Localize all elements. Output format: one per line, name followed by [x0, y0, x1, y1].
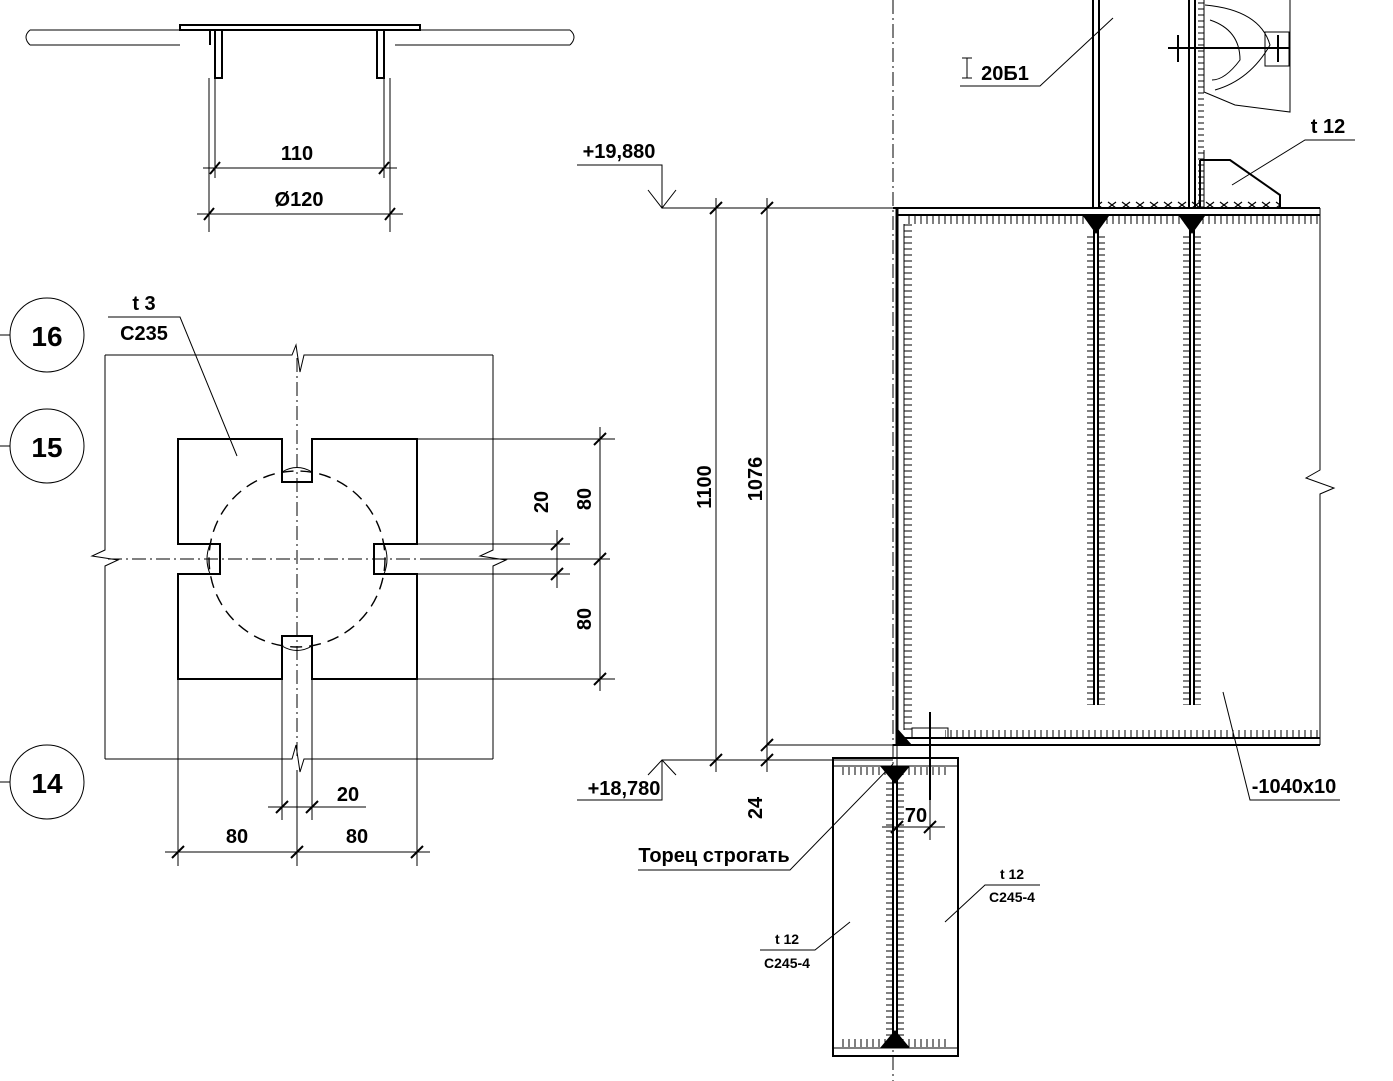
elevation-top: +19,880 [577, 141, 893, 209]
callout-16: 16 [31, 321, 62, 352]
callout-15-circle [9, 408, 85, 484]
dim-slot-h: 20 [337, 784, 359, 806]
bolt-detail: t 12 [1098, 0, 1355, 208]
plate-right-thickness: t 12 [1000, 866, 1024, 882]
elevation-top-label: +19,880 [583, 141, 656, 163]
plate-thickness: t 3 [132, 293, 155, 315]
base-column: 70 [832, 712, 959, 1057]
dim-d120: Ø120 [275, 189, 324, 211]
profile-label: 20Б1 [981, 63, 1029, 85]
callout-14-circle [9, 744, 85, 820]
dim-slot-v: 20 [531, 491, 553, 513]
elevation-bottom: +18,780 [577, 759, 893, 801]
stiffener-top-label: t 12 [1311, 116, 1345, 138]
stiffener-left [1083, 0, 1109, 705]
section-view: t 12 20Б1 +19,880 +18,780 1100 1076 24 [577, 0, 1355, 1081]
callout-16-circle [9, 297, 85, 373]
dim-1076: 1076 [745, 457, 767, 502]
plate-left-thickness: t 12 [775, 931, 799, 947]
planing-note: Торец строгать [638, 845, 789, 867]
top-detail: 110 Ø120 [25, 24, 575, 232]
dim-left-h: 80 [226, 826, 248, 848]
elevation-bottom-label: +18,780 [588, 778, 661, 800]
stiffener-right [1179, 0, 1205, 705]
plate-left-steel: С245-4 [764, 955, 810, 971]
dim-1100: 1100 [694, 465, 716, 508]
web-label: -1040х10 [1252, 776, 1337, 798]
callout-14: 14 [31, 768, 63, 799]
callout-15: 15 [31, 432, 62, 463]
dim-upper-v: 80 [574, 488, 596, 510]
plate-steel: С235 [120, 323, 168, 345]
dim-110: 110 [281, 143, 313, 165]
plate-plan: 20 80 80 20 80 80 t 3 С235 [90, 293, 615, 866]
dim-right-h: 80 [346, 826, 368, 848]
plate-right-steel: С245-4 [989, 889, 1035, 905]
dim-70: 70 [905, 805, 927, 827]
callouts: 16 15 14 [0, 297, 85, 820]
dim-lower-v: 80 [574, 608, 596, 630]
dim-24: 24 [745, 796, 767, 819]
